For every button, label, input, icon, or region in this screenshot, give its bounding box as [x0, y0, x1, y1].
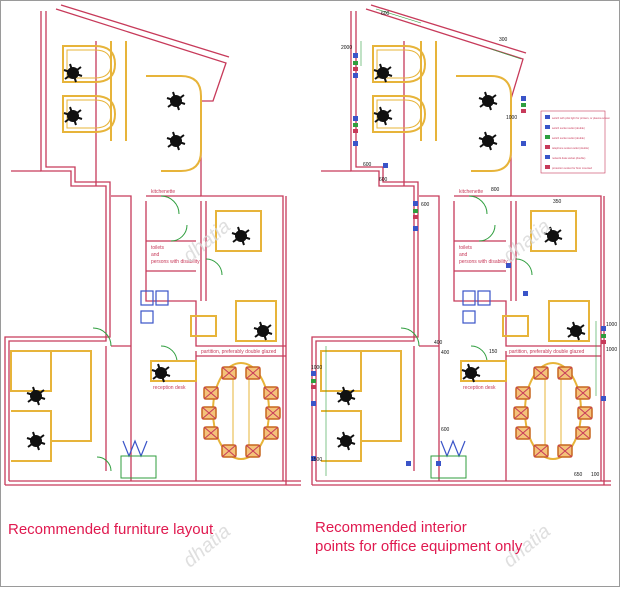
conference-table — [513, 362, 593, 460]
legend-item: network data socket (double) — [552, 156, 585, 160]
label-partition: partition, preferably double glazed — [509, 349, 585, 355]
dim-label: 1000 — [506, 115, 517, 121]
dim-label: 800 — [491, 187, 500, 193]
right-floor-plan: switch with pilot light for printers, or… — [311, 4, 617, 486]
dim-label: 100 — [591, 472, 600, 478]
label-and: and — [151, 252, 160, 258]
label-kitchenette: kitchenette — [151, 189, 175, 195]
conference-table — [201, 362, 281, 460]
dim-label: 600 — [381, 11, 390, 17]
caption-furniture-layout: Recommended furniture layout — [8, 521, 214, 538]
dim-label: 150 — [489, 349, 498, 355]
dim-label: 400 — [434, 340, 443, 346]
label-toilets: toilets — [151, 245, 165, 251]
office-chair — [231, 226, 251, 246]
dim-label: 650 — [574, 472, 583, 478]
caption-line: points for office equipment only — [315, 538, 523, 555]
dim-label: 600 — [421, 202, 430, 208]
legend-item: protection socket for floor mounted — [552, 166, 592, 170]
label-disability: persons with disability — [459, 259, 508, 265]
caption-line: Recommended interior — [315, 519, 467, 536]
office-chair — [566, 321, 586, 341]
dim-label: 300 — [499, 37, 508, 43]
dim-label: 600 — [441, 427, 450, 433]
dim-label: 350 — [553, 199, 562, 205]
dim-label: 1000 — [311, 365, 322, 371]
label-disability: persons with disability — [151, 259, 200, 265]
outlet-markers — [311, 53, 606, 466]
dim-label: 2000 — [341, 45, 352, 51]
dim-label: 600 — [379, 177, 388, 183]
dim-label: 1000 — [606, 322, 617, 328]
office-chair — [336, 386, 356, 406]
legend: switch with pilot light for printers, or… — [540, 110, 611, 174]
legend-item: switch socket outlet (double) — [552, 126, 585, 130]
office-chair — [461, 363, 481, 383]
office-chair — [336, 431, 356, 451]
office-chair — [478, 131, 498, 151]
caption-interior-points: Recommended interior points for office e… — [315, 518, 522, 556]
label-and: and — [459, 252, 468, 258]
label-reception: reception desk — [463, 385, 496, 391]
dim-label: 600 — [363, 162, 372, 168]
office-chair — [26, 431, 46, 451]
dim-label: 1500 — [311, 457, 322, 463]
office-chair — [26, 386, 46, 406]
office-chair — [478, 91, 498, 111]
office-chair — [166, 91, 186, 111]
dim-label: 1000 — [606, 347, 617, 353]
label-partition: partition, preferably double glazed — [201, 349, 277, 355]
office-chair — [151, 363, 171, 383]
legend-item: switch socket outlet (double) — [552, 136, 585, 140]
left-floor-plan: kitchenette toilets and persons with dis… — [4, 4, 301, 486]
label-kitchenette: kitchenette — [459, 189, 483, 195]
dim-label: 400 — [441, 350, 450, 356]
legend-item: switch with pilot light for printers, or… — [552, 116, 611, 120]
legend-item: telephone socket outlet (double) — [552, 146, 589, 150]
office-chair — [253, 321, 273, 341]
label-toilets: toilets — [459, 245, 473, 251]
label-reception: reception desk — [153, 385, 186, 391]
office-chair — [166, 131, 186, 151]
